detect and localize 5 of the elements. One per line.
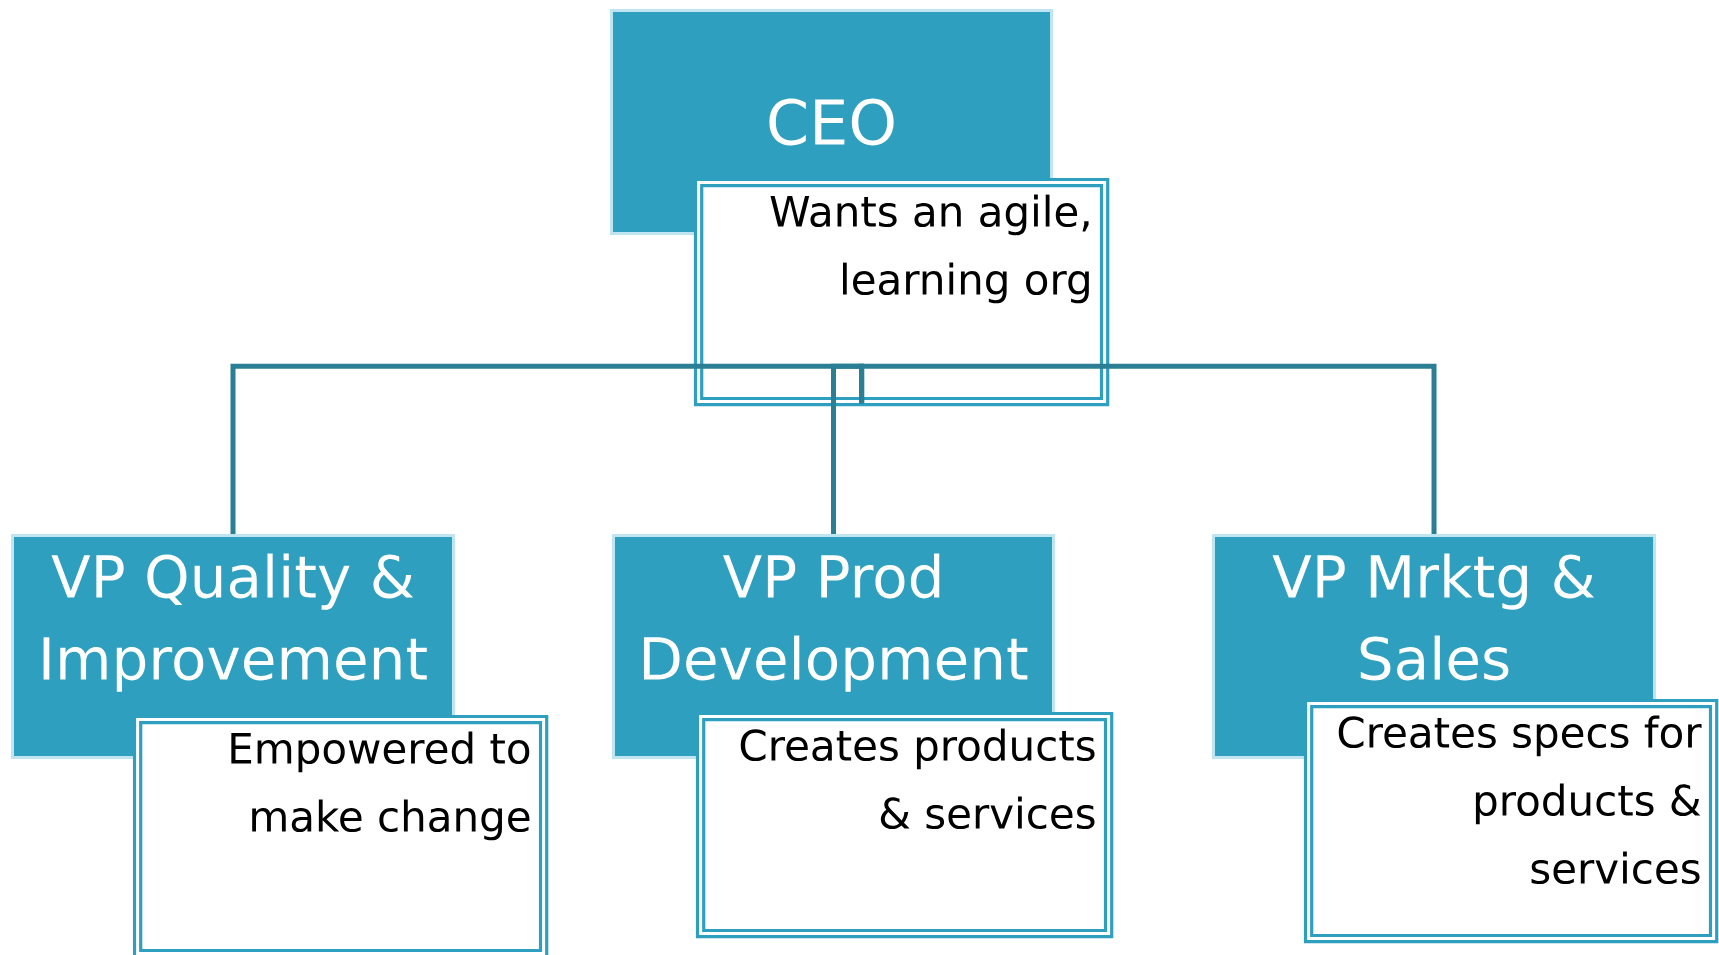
description-box: Empowered to make change (132, 714, 549, 955)
description-box: Creates specs for products & services (1303, 698, 1719, 944)
description-box: Wants an agile, learning org (693, 177, 1110, 407)
connector-line (859, 363, 1437, 534)
description-box: Creates products & services (695, 711, 1114, 939)
